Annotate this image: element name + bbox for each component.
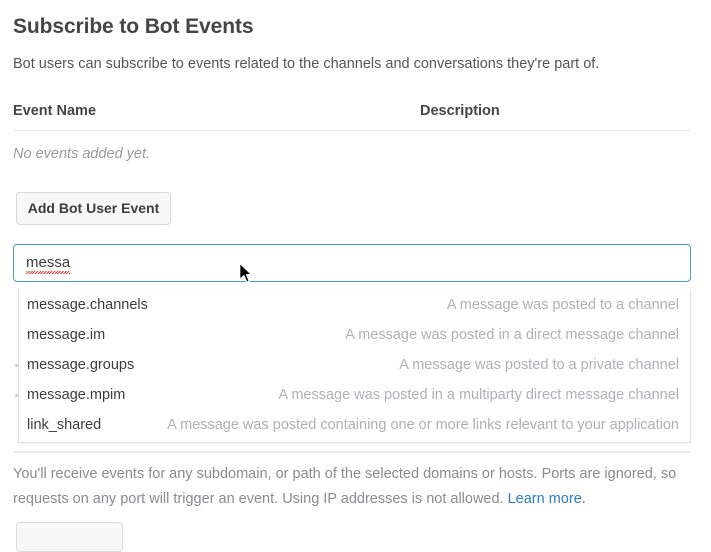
column-header-description: Description bbox=[420, 103, 500, 119]
table-header-divider bbox=[13, 130, 691, 131]
bottom-partial-button[interactable] bbox=[16, 522, 123, 552]
dropdown-option-name: link_shared bbox=[27, 417, 102, 433]
dropdown-option-name: message.groups bbox=[27, 357, 135, 373]
page-title: Subscribe to Bot Events bbox=[13, 15, 254, 38]
dropdown-option-description: A message was posted to a private channe… bbox=[399, 357, 679, 373]
obscured-list-marker bbox=[15, 364, 18, 367]
dropdown-option-name: message.channels bbox=[27, 297, 148, 313]
obscured-list-marker bbox=[15, 394, 18, 397]
event-suggestions-dropdown[interactable]: message.channels A message was posted to… bbox=[18, 290, 691, 443]
column-header-event-name: Event Name bbox=[13, 103, 97, 119]
dropdown-option[interactable]: message.mpim A message was posted in a m… bbox=[19, 380, 690, 410]
dropdown-option[interactable]: message.im A message was posted in a dir… bbox=[19, 320, 690, 350]
dropdown-option-name: message.im bbox=[27, 327, 106, 343]
dropdown-option-name: message.mpim bbox=[27, 387, 126, 403]
dropdown-option-description: A message was posted in a multiparty dir… bbox=[278, 387, 679, 403]
helper-text-body: You'll receive events for any subdomain,… bbox=[13, 466, 677, 507]
search-input[interactable] bbox=[13, 244, 691, 282]
helper-text: You'll receive events for any subdomain,… bbox=[13, 462, 685, 512]
dropdown-option-description: A message was posted containing one or m… bbox=[167, 417, 679, 433]
subscribe-bot-events-page: Subscribe to Bot Events Bot users can su… bbox=[13, 15, 691, 552]
dropdown-option[interactable]: message.channels A message was posted to… bbox=[19, 290, 690, 320]
dropdown-option[interactable]: link_shared A message was posted contain… bbox=[19, 410, 690, 440]
section-divider bbox=[13, 451, 691, 453]
events-table-header: Event Name Description bbox=[13, 103, 691, 123]
add-bot-user-event-button[interactable]: Add Bot User Event bbox=[16, 192, 171, 225]
learn-more-link[interactable]: Learn more. bbox=[507, 491, 586, 507]
dropdown-option[interactable]: message.groups A message was posted to a… bbox=[19, 350, 690, 380]
page-subtitle: Bot users can subscribe to events relate… bbox=[13, 56, 600, 72]
event-search-field[interactable]: messa bbox=[13, 244, 691, 282]
dropdown-option-description: A message was posted in a direct message… bbox=[345, 327, 679, 343]
dropdown-option-description: A message was posted to a channel bbox=[446, 297, 679, 313]
events-empty-message: No events added yet. bbox=[13, 146, 151, 162]
